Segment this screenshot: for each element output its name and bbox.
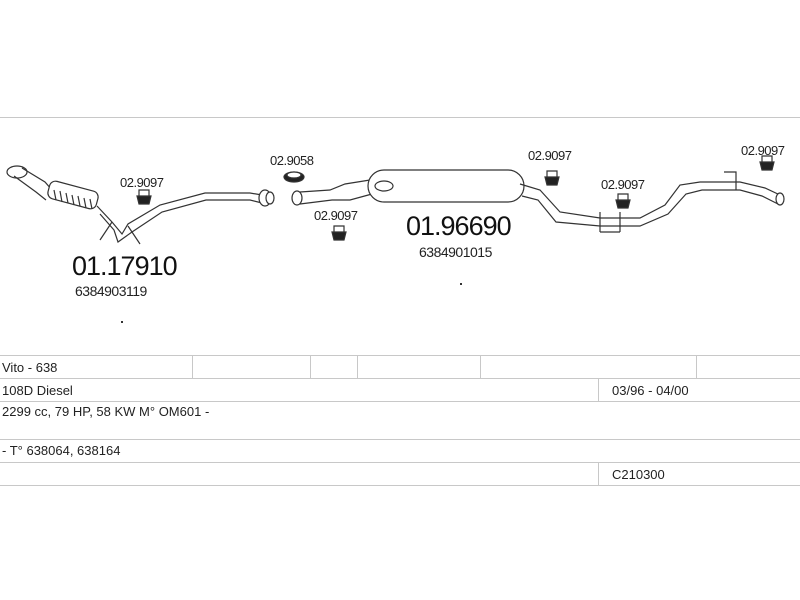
clamp-drawing-3 bbox=[331, 225, 347, 241]
clamp-label-2: 02.9058 bbox=[270, 153, 314, 168]
clamp-drawing-6 bbox=[759, 155, 775, 171]
clamp-label-3: 02.9097 bbox=[314, 208, 358, 223]
engine-cell: 108D Diesel bbox=[2, 383, 73, 398]
table-row: Vito - 638 bbox=[0, 355, 800, 379]
marker-dot bbox=[121, 321, 123, 323]
clamp-label-4: 02.9097 bbox=[528, 148, 572, 163]
clamp-drawing-1 bbox=[136, 189, 152, 205]
front-pipe-oem: 6384903119 bbox=[75, 283, 147, 299]
clamp-label-5: 02.9097 bbox=[601, 177, 645, 192]
rear-section-oem: 6384901015 bbox=[419, 244, 492, 260]
clamp-label-1: 02.9097 bbox=[120, 175, 164, 190]
clamp-label-6: 02.9097 bbox=[741, 143, 785, 158]
clamp-drawing-5 bbox=[615, 193, 631, 209]
table-row: 108D Diesel 03/96 - 04/00 bbox=[0, 378, 800, 402]
table-row: - T° 638064, 638164 bbox=[0, 439, 800, 463]
rear-section-code: 01.96690 bbox=[406, 211, 512, 241]
model-cell: Vito - 638 bbox=[2, 360, 58, 375]
front-pipe-drawing bbox=[6, 165, 275, 245]
table-row: 2299 cc, 79 HP, 58 KW M° OM601 - bbox=[0, 401, 800, 422]
clamp-drawing-4 bbox=[544, 170, 560, 186]
catalog-cell: C210300 bbox=[612, 467, 665, 482]
top-border bbox=[0, 117, 800, 118]
years-cell: 03/96 - 04/00 bbox=[612, 383, 689, 398]
rear-section-drawing bbox=[291, 169, 785, 233]
table-bottom-border bbox=[0, 485, 800, 486]
spec-cell: 2299 cc, 79 HP, 58 KW M° OM601 - bbox=[2, 404, 210, 419]
clamp-drawing-2 bbox=[283, 171, 305, 183]
front-pipe-code: 01.17910 bbox=[72, 251, 178, 281]
types-cell: - T° 638064, 638164 bbox=[2, 443, 121, 458]
table-row: C210300 bbox=[0, 462, 800, 486]
marker-dot bbox=[460, 283, 462, 285]
